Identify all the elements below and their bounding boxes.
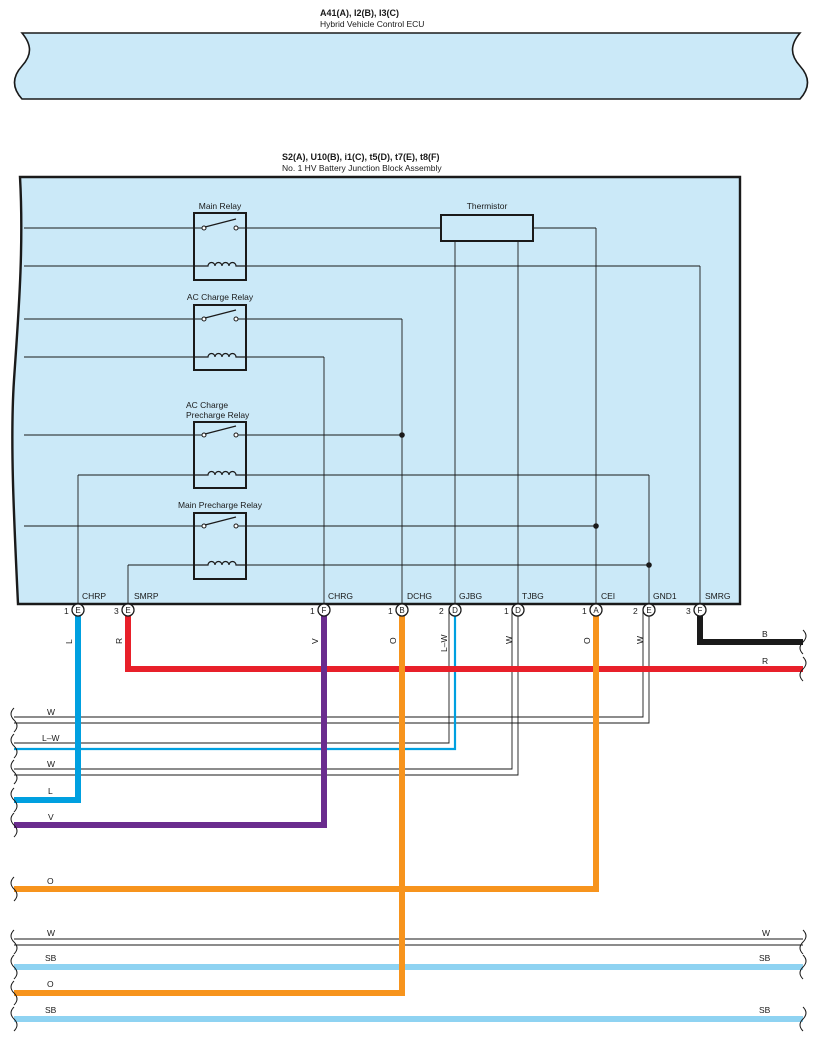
- pin-label-gjbg: GJBG: [459, 591, 482, 601]
- vertical-wire-codes: L R V O L–W W O W: [64, 635, 645, 652]
- thick-external-wires: [14, 612, 803, 1022]
- pin-number-dchg: 1: [388, 606, 393, 616]
- pin-conn-smrp: E: [125, 606, 130, 615]
- ac-charge-relay-label: AC Charge Relay: [187, 292, 254, 302]
- pin-number-gnd1: 2: [633, 606, 638, 616]
- pin-label-chrp: CHRP: [82, 591, 106, 601]
- pin-number-tjbg: 1: [504, 606, 509, 616]
- pin-label-dchg: DCHG: [407, 591, 432, 601]
- wire-code-smrp: R: [114, 638, 124, 644]
- pin-conn-smrg: F: [698, 606, 703, 615]
- junction-block-name: No. 1 HV Battery Junction Block Assembly: [282, 163, 442, 173]
- pin-label-tjbg: TJBG: [522, 591, 544, 601]
- pin-badge-smrg: 3 F: [686, 603, 707, 617]
- pin-conn-gjbg: D: [452, 606, 458, 615]
- wire-label-bus-sb2-right: SB: [759, 1005, 771, 1015]
- wire-code-cei: O: [582, 637, 592, 644]
- ac-precharge-relay-label-2: Precharge Relay: [186, 410, 250, 420]
- pin-number-smrp: 3: [114, 606, 119, 616]
- wire-label-bus-w-right: W: [762, 928, 770, 938]
- wire-code-gnd1: W: [635, 636, 645, 644]
- pin-badge-dchg: 1 B: [388, 603, 409, 617]
- pin-conn-gnd1: E: [646, 606, 651, 615]
- pin-label-smrg: SMRG: [705, 591, 731, 601]
- junction-block-code: S2(A), U10(B), i1(C), t5(D), t7(E), t8(F…: [282, 152, 440, 162]
- wire-label-bus-sb2-left: SB: [45, 1005, 57, 1015]
- ac-charge-relay: AC Charge Relay: [187, 292, 254, 371]
- pin-label-smrp: SMRP: [134, 591, 159, 601]
- wire-label-gnd-w: W: [47, 707, 55, 717]
- wire-code-tjbg: W: [504, 636, 514, 644]
- wire-code-chrg: V: [310, 638, 320, 644]
- wire-label-chrg-v: V: [48, 812, 54, 822]
- pin-label-gnd1: GND1: [653, 591, 677, 601]
- wire-label-cei-o: O: [47, 876, 54, 886]
- pin-badge-gjbg: 2 D: [439, 603, 462, 617]
- wire-code-dchg: O: [388, 637, 398, 644]
- pin-number-chrg: 1: [310, 606, 315, 616]
- internal-wiring: [24, 227, 701, 604]
- horizontal-wire-labels: B R W L–W W L V O W W SB SB O SB SB: [42, 629, 771, 1015]
- pin-badge-cei: 1 A: [582, 603, 603, 617]
- pin-badge-tjbg: 1 D: [504, 603, 525, 617]
- wire-label-chrp-l: L: [48, 786, 53, 796]
- pin-conn-chrg: F: [322, 606, 327, 615]
- pin-labels: CHRP SMRP CHRG DCHG GJBG TJBG CEI GND1 S…: [82, 591, 731, 601]
- pin-conn-chrp: E: [75, 606, 80, 615]
- pin-conn-cei: A: [593, 606, 599, 615]
- break-marks-left: [10, 707, 18, 1032]
- pin-number-chrp: 1: [64, 606, 69, 616]
- wire-label-bus-sb1-right: SB: [759, 953, 771, 963]
- wire-label-bus-sb1-left: SB: [45, 953, 57, 963]
- pin-badge-chrp: 1 E: [64, 603, 85, 617]
- ac-precharge-relay-label-1: AC Charge: [186, 400, 228, 410]
- thin-external-wires: [14, 610, 803, 946]
- pin-conn-dchg: B: [399, 606, 404, 615]
- pin-number-gjbg: 2: [439, 606, 444, 616]
- pin-label-cei: CEI: [601, 591, 615, 601]
- pin-number-smrg: 3: [686, 606, 691, 616]
- ecu-code: A41(A), I2(B), I3(C): [320, 8, 399, 18]
- pin-badge-gnd1: 2 E: [633, 603, 656, 617]
- pin-number-cei: 1: [582, 606, 587, 616]
- wire-code-gjbg: L–W: [439, 635, 449, 652]
- main-precharge-relay: Main Precharge Relay: [178, 500, 263, 580]
- pin-conn-tjbg: D: [515, 606, 521, 615]
- ecu-name: Hybrid Vehicle Control ECU: [320, 19, 424, 29]
- wire-label-bus-w-left: W: [47, 928, 55, 938]
- junction-dots: [399, 432, 652, 568]
- wire-label-smrp-r: R: [762, 656, 768, 666]
- pin-badge-chrg: 1 F: [310, 603, 331, 617]
- pin-badges: 1 E 3 E 1 F 1 B 2 D 1 D 1: [64, 603, 707, 617]
- pin-label-chrg: CHRG: [328, 591, 353, 601]
- wire-label-dchg-o: O: [47, 979, 54, 989]
- wire-code-chrp: L: [64, 639, 74, 644]
- break-marks-right: [799, 629, 807, 1032]
- main-precharge-relay-label: Main Precharge Relay: [178, 500, 263, 510]
- thermistor-label: Thermistor: [467, 201, 508, 211]
- thermistor: Thermistor: [440, 201, 534, 242]
- ecu-box: [13, 32, 809, 100]
- junction-block-box: [11, 175, 742, 606]
- wire-label-gjbg-lw: L–W: [42, 733, 59, 743]
- main-relay-label: Main Relay: [199, 201, 242, 211]
- ac-charge-precharge-relay: AC Charge Precharge Relay: [186, 400, 250, 489]
- main-relay: Main Relay: [193, 201, 247, 281]
- wire-label-tjbg-w: W: [47, 759, 55, 769]
- pin-badge-smrp: 3 E: [114, 603, 135, 617]
- wire-label-smrg-b: B: [762, 629, 768, 639]
